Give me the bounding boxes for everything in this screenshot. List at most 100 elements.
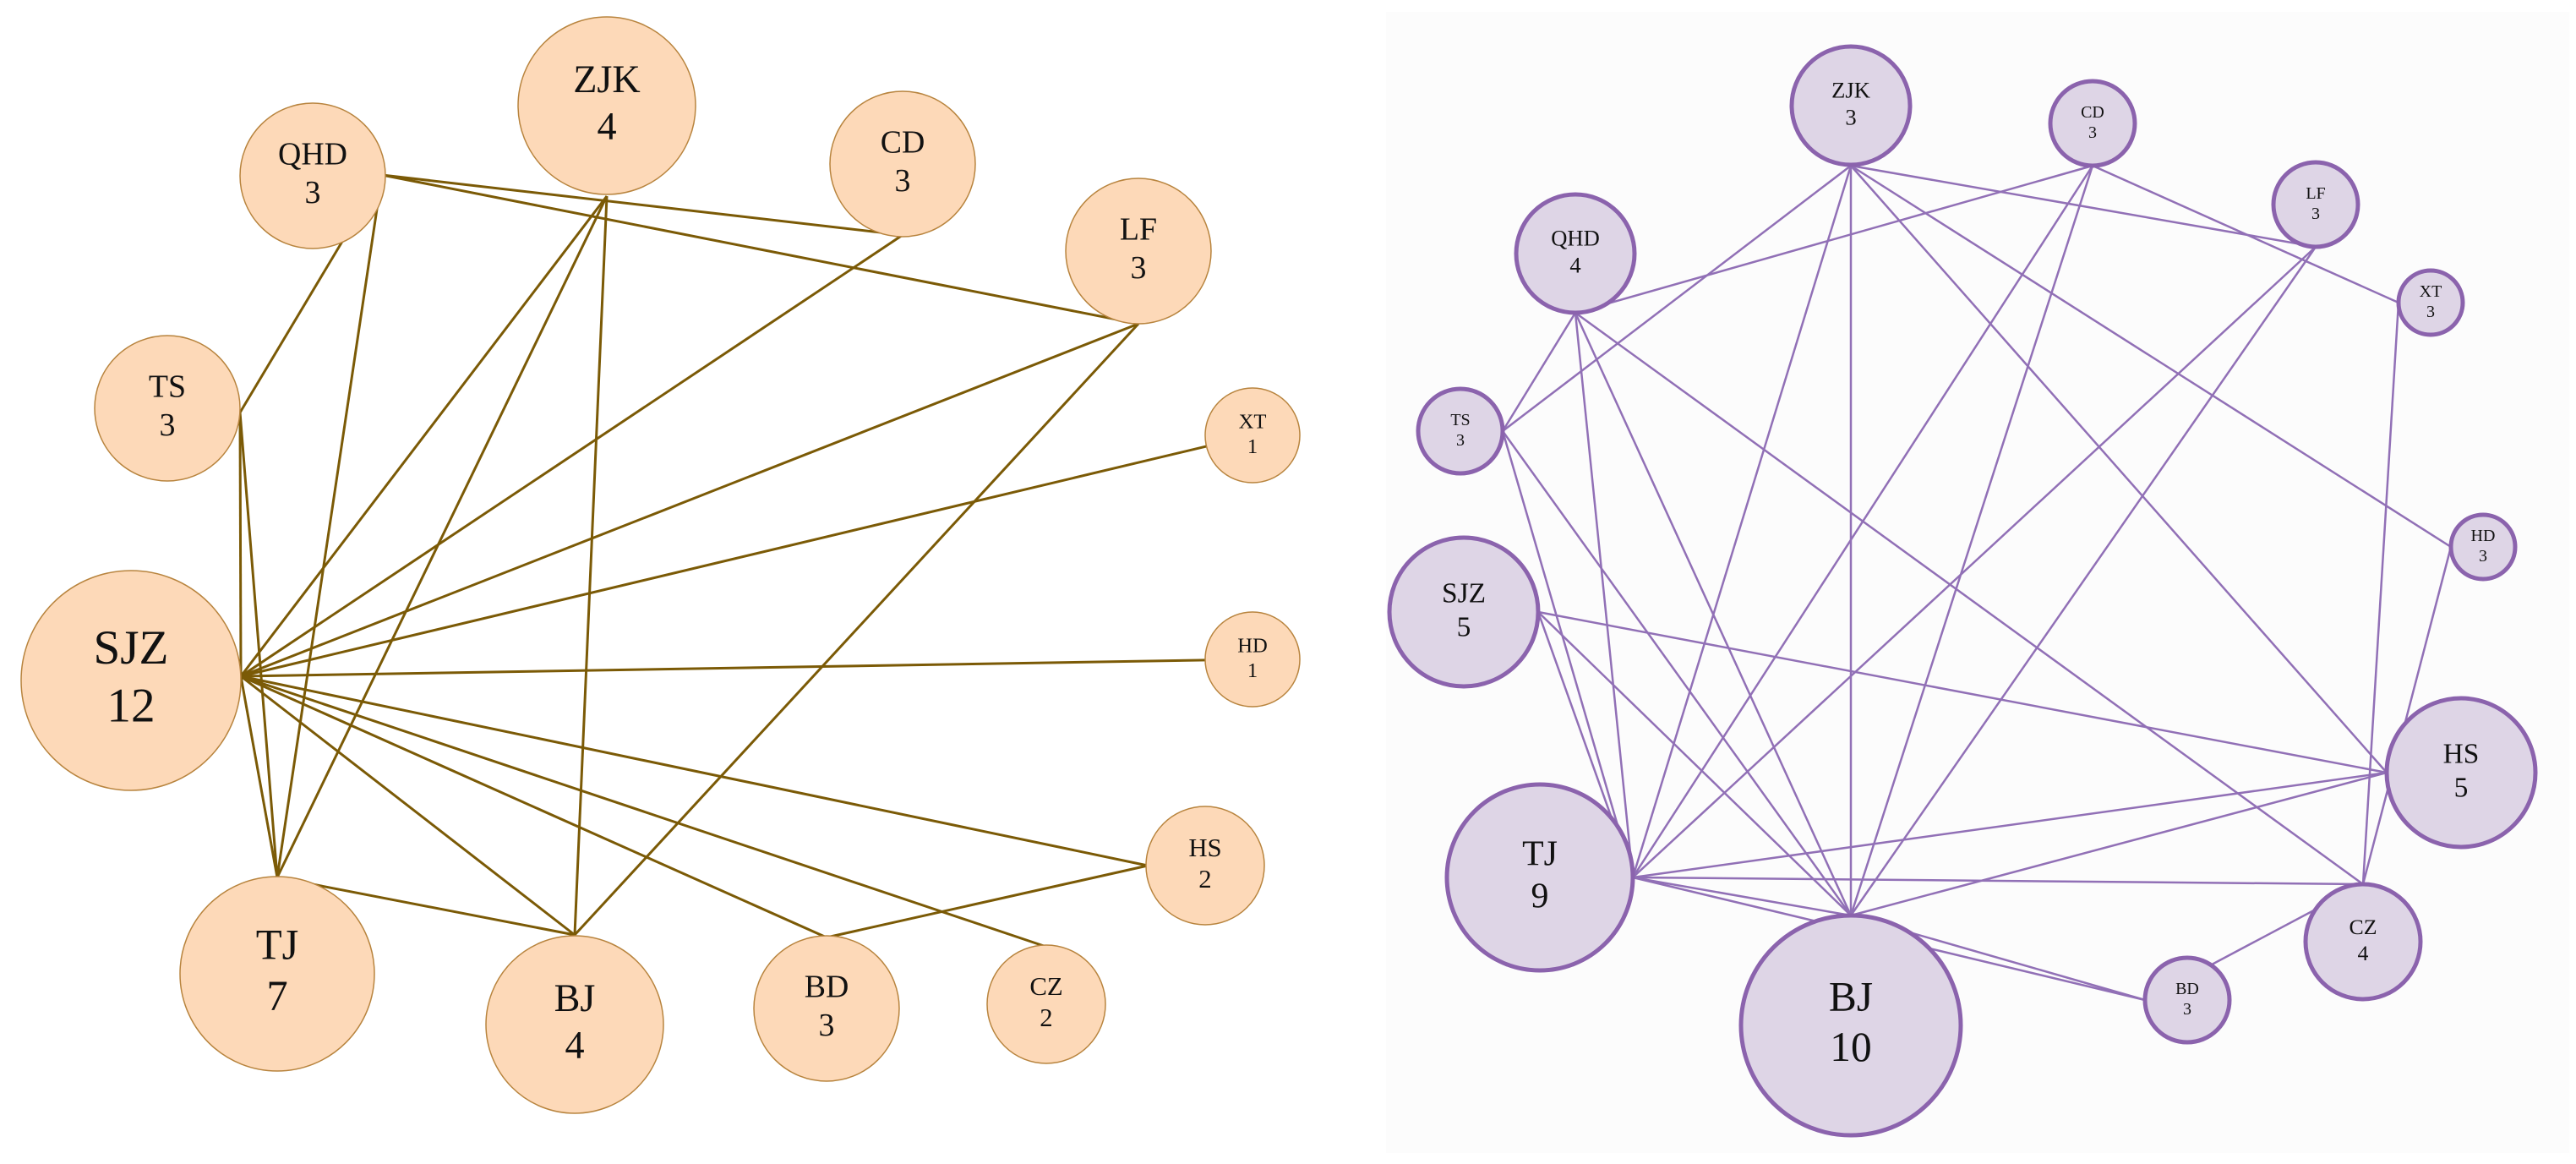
node-degree-label: 3 bbox=[819, 1008, 835, 1043]
edge-zjk-lf bbox=[1850, 164, 2317, 249]
edge-qhd-cz bbox=[1575, 311, 2364, 886]
node-circle bbox=[1416, 386, 1505, 476]
node-circle bbox=[2303, 882, 2423, 1002]
edge-hd-cz bbox=[2361, 546, 2453, 885]
node-name-label: CD bbox=[881, 125, 925, 161]
node-degree-label: 5 bbox=[1457, 611, 1471, 642]
node-circle bbox=[2396, 268, 2465, 337]
node-degree-label: 3 bbox=[1131, 250, 1147, 286]
node-degree-label: 4 bbox=[2358, 941, 2369, 965]
node-name-label: TJ bbox=[256, 921, 299, 968]
node-name-label: HD bbox=[2471, 527, 2496, 545]
node-name-label: XT bbox=[2420, 282, 2442, 301]
node-degree-label: 3 bbox=[895, 163, 911, 199]
node-name-label: ZJK bbox=[573, 57, 641, 101]
node-circle bbox=[2384, 696, 2538, 850]
edge-sjz-cz bbox=[240, 675, 1047, 948]
node-circle bbox=[753, 935, 900, 1082]
node-bj: BJ4 bbox=[485, 935, 664, 1114]
node-circle bbox=[1204, 611, 1301, 708]
node-circle bbox=[2448, 512, 2518, 582]
edge-lf-bj bbox=[573, 322, 1140, 937]
node-degree-label: 4 bbox=[565, 1023, 584, 1066]
edge-qhd-tj bbox=[276, 174, 384, 878]
edge-lf-sjz bbox=[240, 322, 1139, 678]
edge-cd-qhd bbox=[1575, 164, 2093, 314]
edge-tj-bj bbox=[276, 876, 576, 937]
node-circle bbox=[2271, 160, 2360, 249]
edge-qhd-tj bbox=[1574, 312, 1635, 878]
edge-sjz-bj bbox=[1537, 611, 1852, 916]
node-degree-label: 3 bbox=[2426, 303, 2435, 321]
node-ts: TS 3 bbox=[1416, 386, 1505, 476]
node-hs: HS5 bbox=[2384, 696, 2538, 850]
node-degree-label: 10 bbox=[1830, 1024, 1871, 1070]
node-name-label: CD bbox=[2081, 103, 2104, 122]
edge-qhd-lf bbox=[381, 173, 1139, 325]
node-degree-label: 12 bbox=[106, 680, 155, 733]
node-ts: TS3 bbox=[94, 335, 241, 482]
node-cz: CZ4 bbox=[2303, 882, 2423, 1002]
node-degree-label: 3 bbox=[2311, 205, 2320, 223]
edge-ts-sjz bbox=[238, 412, 243, 677]
edge-sjz-bj bbox=[240, 675, 576, 937]
node-name-label: CZ bbox=[2349, 915, 2377, 939]
edge-xt-sjz bbox=[240, 434, 1253, 678]
node-degree-label: 7 bbox=[266, 972, 287, 1019]
node-degree-label: 3 bbox=[1456, 431, 1465, 450]
node-degree-label: 3 bbox=[1845, 105, 1856, 130]
node-circle bbox=[2048, 79, 2137, 168]
node-name-label: XT bbox=[1239, 410, 1267, 433]
edge-hs-bd bbox=[826, 864, 1149, 939]
node-name-label: BD bbox=[805, 970, 849, 1005]
node-degree-label: 1 bbox=[1247, 659, 1258, 682]
edge-zjk-tj bbox=[276, 195, 609, 878]
node-name-label: LF bbox=[1120, 212, 1157, 248]
node-tj: TJ9 bbox=[1444, 782, 1635, 973]
node-circle bbox=[1204, 387, 1301, 484]
edge-lf-tj bbox=[1632, 246, 2317, 878]
edge-hs-bj bbox=[1850, 771, 2388, 917]
node-name-label: ZJK bbox=[1831, 78, 1870, 103]
edge-qhd-ts bbox=[1501, 312, 1577, 432]
node-name-label: HS bbox=[1188, 833, 1221, 862]
node-circle bbox=[94, 335, 241, 482]
edge-hs-tj bbox=[1632, 771, 2388, 879]
edge-zjk-tj bbox=[1631, 165, 1853, 878]
edge-zjk-sjz bbox=[239, 195, 609, 677]
edge-sjz-hs bbox=[240, 675, 1149, 867]
edge-zjk-hs bbox=[1850, 165, 2388, 773]
right-edges bbox=[1501, 164, 2453, 1002]
node-hs: HS2 bbox=[1145, 806, 1265, 926]
edge-sjz-tj bbox=[239, 675, 279, 878]
edge-hd-sjz bbox=[240, 658, 1253, 678]
edge-sjz-bd bbox=[240, 675, 827, 939]
node-cz: CZ2 bbox=[986, 944, 1106, 1064]
node-name-label: TS bbox=[1450, 411, 1470, 429]
node-degree-label: 4 bbox=[597, 104, 616, 147]
edge-lf-bj bbox=[1849, 246, 2317, 916]
edge-tj-bj bbox=[1632, 876, 1852, 917]
node-degree-label: 3 bbox=[2088, 123, 2097, 142]
node-degree-label: 2 bbox=[1040, 1003, 1052, 1032]
node-circle bbox=[2142, 955, 2232, 1045]
node-degree-label: 9 bbox=[1531, 877, 1549, 916]
node-degree-label: 1 bbox=[1247, 435, 1258, 458]
edge-zjk-ts bbox=[1502, 165, 1852, 432]
node-degree-label: 4 bbox=[1569, 253, 1580, 278]
edge-cd-bj bbox=[1849, 165, 2094, 916]
node-circle bbox=[1387, 535, 1541, 689]
edge-tj-cz bbox=[1632, 876, 2364, 886]
node-bd: BD3 bbox=[753, 935, 900, 1082]
node-cd: CD3 bbox=[829, 90, 976, 238]
left-edges bbox=[238, 173, 1253, 948]
